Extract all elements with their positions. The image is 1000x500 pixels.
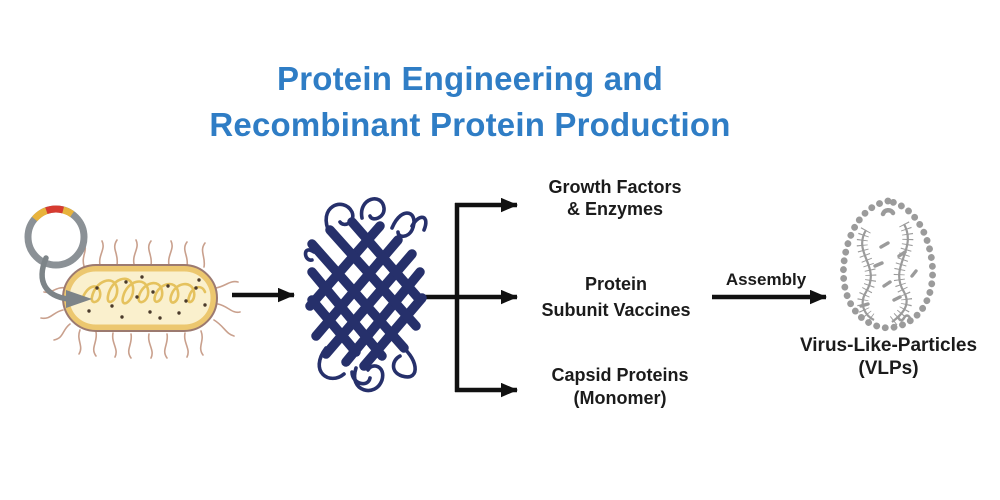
transformation-arrow <box>39 255 92 308</box>
flagella <box>40 239 241 359</box>
vlp-bottom-squiggle <box>896 314 912 322</box>
vlp-rna-strands <box>856 221 914 327</box>
ribosome-dots <box>87 275 207 320</box>
assembly-label: Assembly <box>725 270 807 289</box>
barrel-strands <box>305 217 427 371</box>
nucleoid-dna <box>80 277 207 305</box>
vlp-capsid-dotted-shell <box>840 197 936 332</box>
growth-factors-label: Growth Factors & Enzymes <box>548 177 682 219</box>
plasmid-insert-red <box>45 205 65 215</box>
vlp-label: Virus-Like-Particles (VLPs) <box>799 335 978 379</box>
protein-subunit-label: Protein Subunit Vaccines <box>541 274 691 320</box>
vlp-top-cap <box>880 207 896 217</box>
capsid-proteins-label: Capsid Proteins (Monomer) <box>551 365 689 408</box>
virus-like-particle-icon <box>840 197 936 332</box>
vlp-protein-fragments <box>859 241 918 308</box>
flow-arrows <box>232 197 827 398</box>
protein-ribbon-icon <box>303 197 428 393</box>
plasmid-insert-yellow-right <box>62 206 75 218</box>
plasmid-insert-yellow-left <box>31 207 48 222</box>
barrel-loops <box>303 197 428 393</box>
plasmid-icon <box>24 205 88 269</box>
diagram-title: Protein Engineering and Recombinant Prot… <box>209 60 731 143</box>
